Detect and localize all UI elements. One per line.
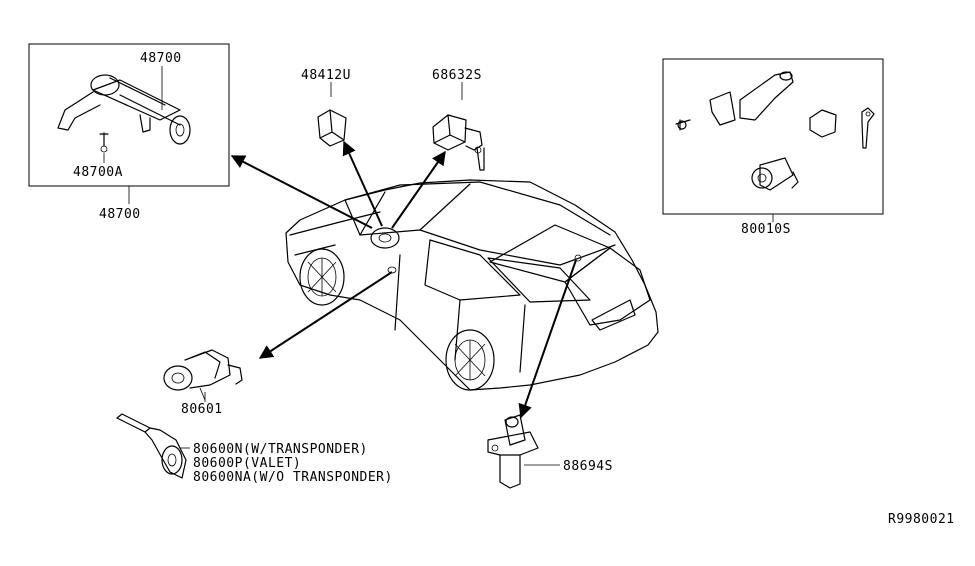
ignition-knob-icon	[317, 109, 347, 147]
steering-lock-box	[28, 43, 230, 187]
steering-lock-icon	[57, 74, 191, 153]
door-lock-group[interactable]: 80601	[163, 349, 243, 417]
lock-set-group[interactable]: 80010S	[662, 58, 884, 237]
label-80600n: 80600N(W/TRANSPONDER)	[193, 442, 368, 457]
label-88694s: 88694S	[563, 459, 613, 474]
trunk-lock-group[interactable]: 88694S	[487, 414, 613, 489]
pointer-arrows	[230, 140, 577, 419]
label-80010s: 80010S	[741, 222, 791, 237]
key-switch-icon	[432, 114, 485, 171]
label-48700-top: 48700	[140, 51, 182, 66]
lock-set-box	[662, 58, 884, 215]
key-switch-group[interactable]: 68632S	[432, 68, 485, 171]
arrow-to-ignition-knob	[342, 140, 383, 227]
trunk-lock-icon	[487, 414, 539, 489]
ignition-knob-group[interactable]: 48412U	[301, 68, 351, 147]
arrow-to-key-switch	[391, 150, 446, 229]
steering-lock-group[interactable]: 48700 48700A 48700	[28, 43, 230, 222]
label-48412u: 48412U	[301, 68, 351, 83]
label-80600na: 80600NA(W/O TRANSPONDER)	[193, 470, 393, 485]
label-48700a: 48700A	[73, 165, 123, 180]
arrow-to-steering-lock	[230, 155, 373, 229]
label-48700-bottom: 48700	[99, 207, 141, 222]
key-icon	[116, 413, 187, 479]
arrow-to-door-lock	[258, 271, 393, 359]
door-lock-icon	[163, 349, 243, 401]
key-group[interactable]: 80600N(W/TRANSPONDER) 80600P(VALET) 8060…	[116, 413, 393, 485]
diagram-reference-number: R9980021	[888, 512, 955, 527]
label-80600p: 80600P(VALET)	[193, 456, 301, 471]
arrow-to-trunk-lock	[518, 259, 577, 419]
label-68632s: 68632S	[432, 68, 482, 83]
vehicle-illustration	[285, 179, 659, 391]
lock-set-icon	[675, 71, 875, 191]
label-80601: 80601	[181, 402, 223, 417]
